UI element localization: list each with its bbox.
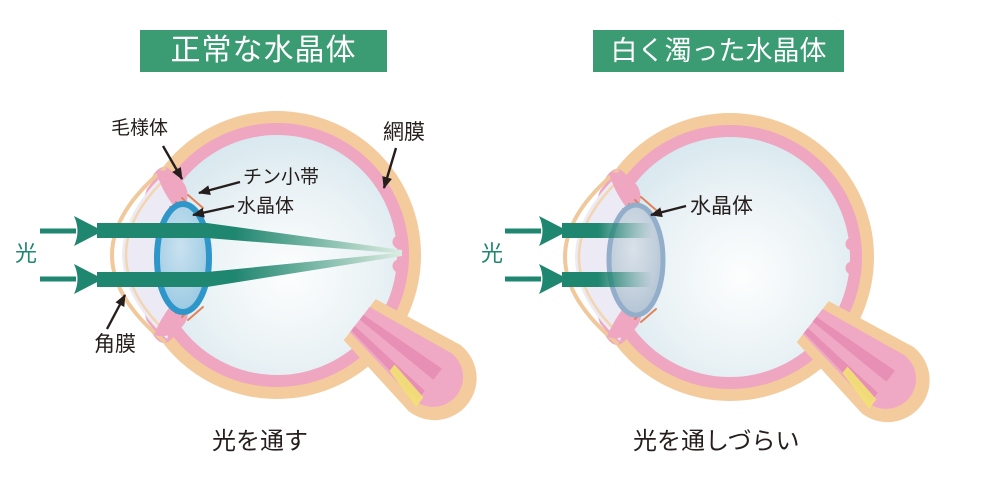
light-arrow-icon (539, 264, 568, 294)
lens-arrow-left (192, 204, 235, 218)
label-arrows (105, 145, 687, 330)
light-arrow-icon (74, 216, 103, 246)
cornea-arrow (105, 294, 127, 330)
light-beams-right (505, 216, 652, 294)
ciliary-body-arrow (161, 145, 184, 180)
clear-lens-shape (154, 201, 212, 315)
light-arrow-icon (539, 216, 568, 246)
cloudy-lens-shape (606, 202, 666, 318)
light-beams-left (40, 216, 402, 294)
lens-arrow-right (650, 204, 687, 218)
retina-arrow (382, 147, 398, 189)
zonules-arrow (198, 180, 241, 195)
light-arrow-icon (74, 264, 103, 294)
